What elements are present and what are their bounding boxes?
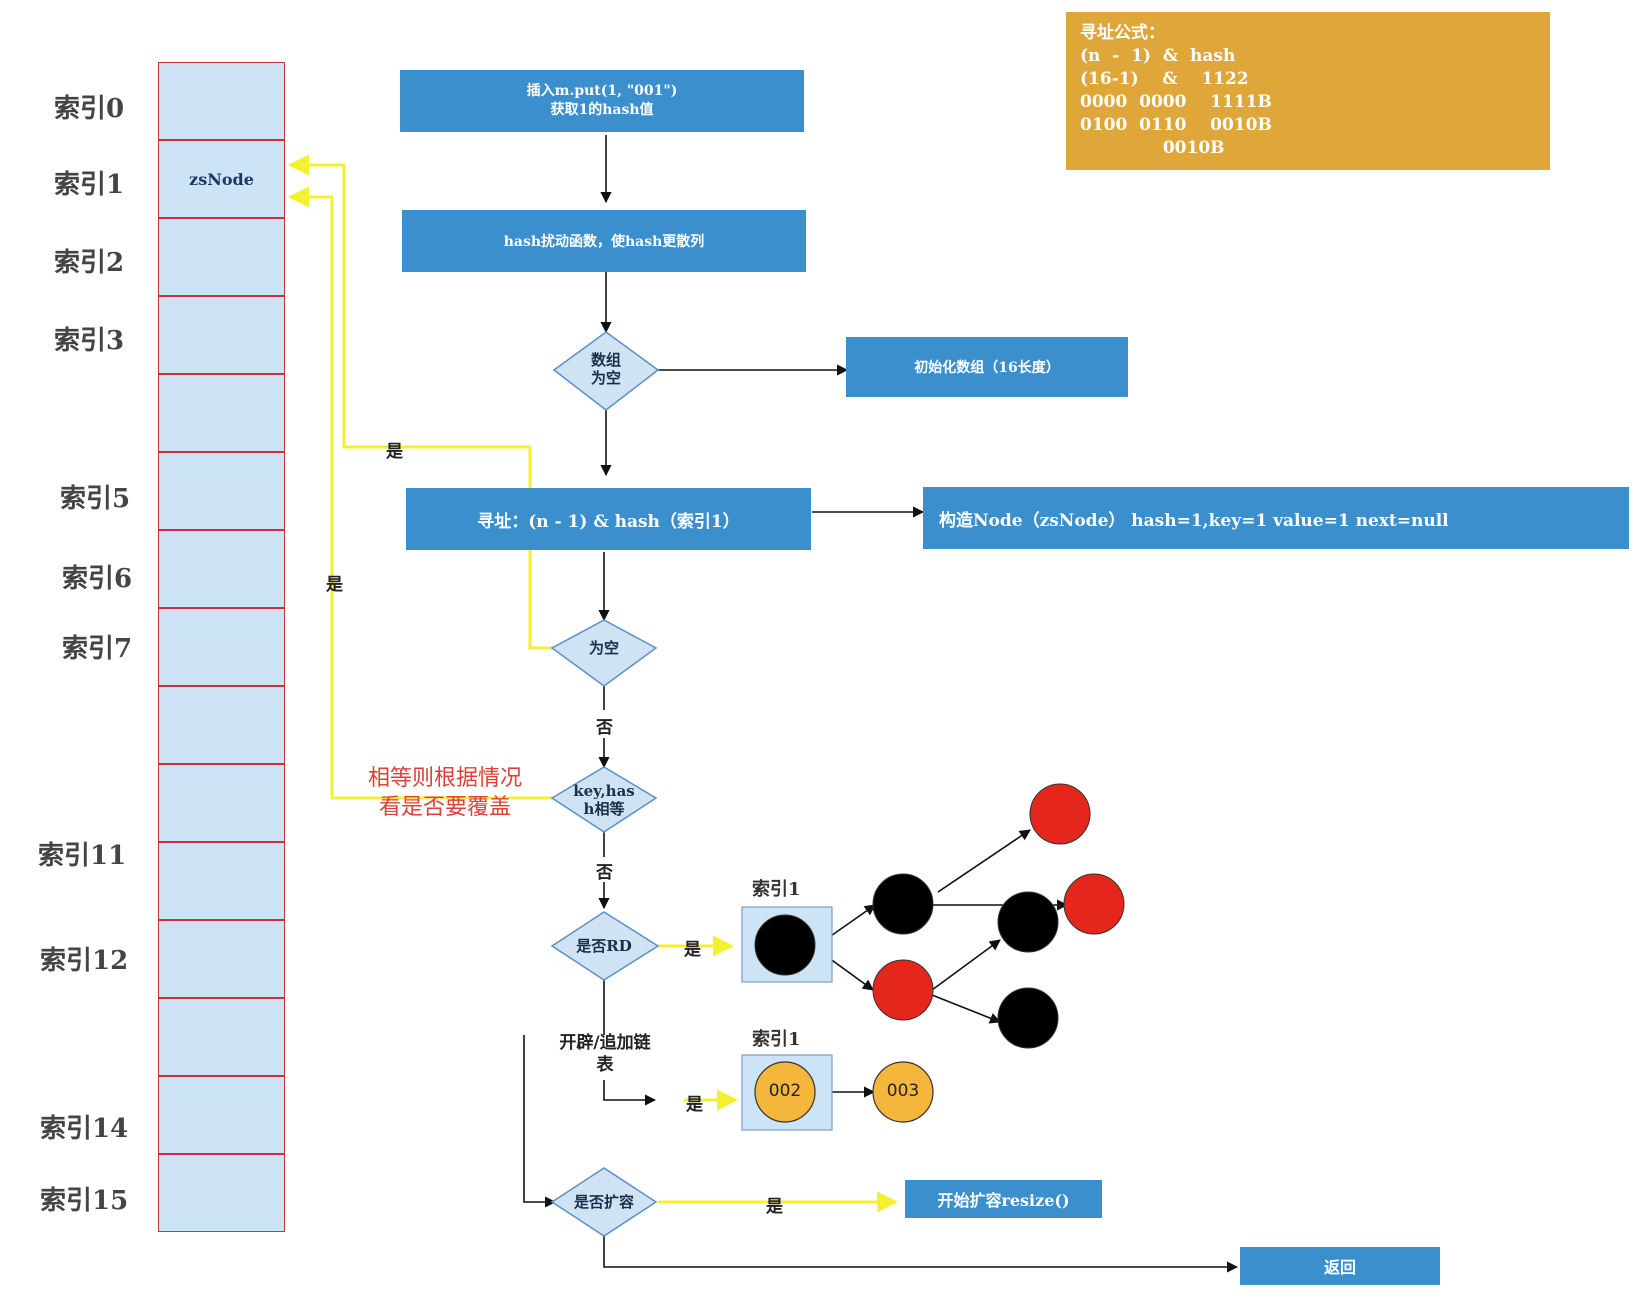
index-label-1: 索引1 xyxy=(54,170,125,200)
index-label-11: 索引11 xyxy=(38,841,127,871)
array-cell-11 xyxy=(158,920,285,998)
index-label-3: 索引3 xyxy=(54,326,125,356)
index-label-5: 索引5 xyxy=(60,484,131,514)
zsnode-label: zsNode xyxy=(189,170,254,189)
array-cell-7 xyxy=(158,608,285,686)
formula-line-2: (16-1) & 1122 xyxy=(1080,69,1249,89)
list-node-1-label: 002 xyxy=(768,1081,802,1101)
rb-node-red-c xyxy=(1063,873,1125,935)
rb-node-black-c xyxy=(997,987,1059,1049)
black-connectors xyxy=(523,135,1239,1273)
list-node-2 xyxy=(872,1061,934,1123)
array-cell-2 xyxy=(158,218,285,296)
arrow-to-resize-check xyxy=(523,1035,557,1208)
list-node-1 xyxy=(754,1061,816,1123)
address-formula-box: 寻址公式： (n - 1) & hash (16-1) & 1122 0000 000… xyxy=(1066,12,1550,170)
tree-edge-6 xyxy=(931,994,1002,1024)
diamond-need-resize xyxy=(550,1167,658,1237)
open-list-label: 开辟/追加链 表 xyxy=(559,1033,651,1075)
yellow-empty-to-slot1 xyxy=(287,154,554,650)
tree-edge-5 xyxy=(931,939,1001,991)
resize-box: 开始扩容resize() xyxy=(905,1180,1102,1218)
formula-line-1: (n - 1) & hash xyxy=(1080,46,1236,66)
return-box: 返回 xyxy=(1240,1247,1440,1285)
arrow-to-return xyxy=(603,1236,1239,1273)
index-label-6: 索引6 xyxy=(62,564,133,594)
yes-label-list: 是 xyxy=(686,1095,703,1115)
formula-line-4: 0100 0110 0010B xyxy=(1080,115,1272,135)
need-resize-label: 是否扩容 xyxy=(573,1193,634,1211)
array-cell-6 xyxy=(158,530,285,608)
array-empty-label: 数组 为空 xyxy=(590,351,621,387)
index-label-12: 索引12 xyxy=(40,946,129,976)
tree-slot-label: 索引1 xyxy=(752,879,801,900)
slot-empty-label: 为空 xyxy=(588,639,619,657)
index-label-14: 索引14 xyxy=(40,1114,129,1144)
yellow-connectors xyxy=(287,154,899,1213)
build-node-box: 构造Node（zsNode） hash=1,key=1 value=1 next… xyxy=(923,487,1629,549)
rb-node-red-a xyxy=(872,959,934,1021)
diamond-array-empty xyxy=(552,331,660,411)
yes-label-2: 是 xyxy=(326,575,343,595)
yes-label-resize: 是 xyxy=(766,1197,783,1217)
array-cell-12 xyxy=(158,998,285,1076)
array-cell-0 xyxy=(158,62,285,140)
init-array-box: 初始化数组（16长度） xyxy=(846,337,1128,397)
decision-diamonds xyxy=(550,331,660,1237)
index-label-2: 索引2 xyxy=(54,248,125,278)
array-cell-10 xyxy=(158,842,285,920)
insert-box: 插入m.put(1, "001") 获取1的hash值 xyxy=(400,70,804,132)
arrow-list-to-yes xyxy=(603,1080,657,1106)
formula-line-0: 寻址公式： xyxy=(1080,23,1165,43)
array-cell-14 xyxy=(158,1154,285,1232)
no-label-2: 否 xyxy=(596,863,613,883)
no-label-1: 否 xyxy=(596,718,613,738)
formula-line-5: 0010B xyxy=(1080,138,1225,158)
diamond-is-rb xyxy=(550,911,660,981)
rb-node-black-a xyxy=(872,873,934,935)
yes-label-1: 是 xyxy=(386,442,403,462)
diamond-key-hash-equal xyxy=(550,766,658,833)
diamond-slot-empty xyxy=(550,619,658,687)
array-cell-13 xyxy=(158,1076,285,1154)
index-label-0: 索引0 xyxy=(54,94,125,124)
yes-label-rb: 是 xyxy=(684,940,701,960)
index-label-7: 索引7 xyxy=(62,634,133,664)
array-cell-8 xyxy=(158,686,285,764)
list-nodes xyxy=(754,1061,934,1123)
array-cell-4 xyxy=(158,374,285,452)
tree-edge-3 xyxy=(937,829,1031,893)
formula-line-3: 0000 0000 1111B xyxy=(1080,92,1272,112)
hash-perturb-box: hash扰动函数，使hash更散列 xyxy=(402,210,806,272)
array-cell-9 xyxy=(158,764,285,842)
list-slot-label: 索引1 xyxy=(752,1029,801,1050)
address-box: 寻址：(n - 1) & hash（索引1） xyxy=(406,488,811,550)
rb-tree-nodes xyxy=(754,783,1125,1049)
rb-node-black-b xyxy=(997,891,1059,953)
rb-node-root xyxy=(754,914,816,976)
array-cell-3 xyxy=(158,296,285,374)
is-rb-label: 是否RD xyxy=(576,937,632,955)
key-hash-equal-label: key,has h相等 xyxy=(573,782,635,818)
array-cell-5 xyxy=(158,452,285,530)
override-note: 相等则根据情况 看是否要覆盖 xyxy=(367,766,522,820)
yellow-equal-to-slot1 xyxy=(287,186,554,800)
list-node-2-label: 003 xyxy=(886,1081,920,1101)
index-label-15: 索引15 xyxy=(40,1186,129,1216)
rb-node-red-b xyxy=(1029,783,1091,845)
array-cell-1 xyxy=(158,140,285,218)
